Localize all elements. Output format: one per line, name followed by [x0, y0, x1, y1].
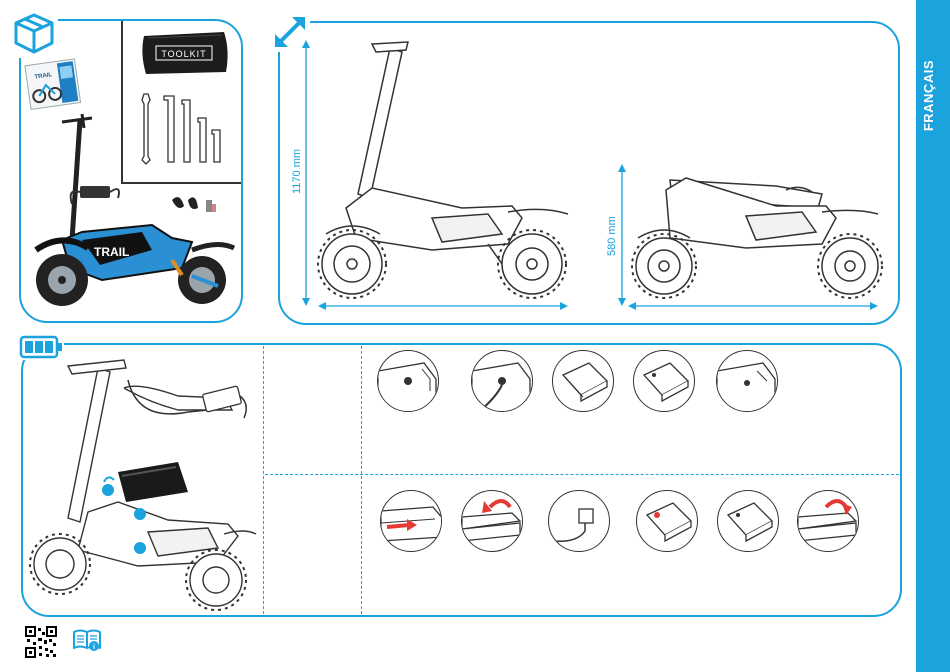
- step-top-2-cable-connected: [471, 350, 533, 412]
- step-top-3-charger: [552, 350, 614, 412]
- step-bottom-2-lift-cover: [461, 490, 523, 552]
- toolkit-wrenches-image: [134, 90, 230, 166]
- manual-icon: i: [72, 628, 102, 654]
- step-top-5-port-closed: [716, 350, 778, 412]
- height-folded-label: 580 mm: [606, 216, 618, 256]
- length-dimension-arrow-folded: [628, 300, 878, 312]
- scooter-brand-text: TRAIL: [94, 245, 129, 259]
- step-bottom-3-plug-end: [548, 490, 610, 552]
- toolkit-label: TOOLKIT: [161, 49, 206, 59]
- box-icon: [10, 10, 58, 58]
- step-top-1-plug-port: [377, 350, 439, 412]
- scooter-battery-drawing: [28, 352, 258, 612]
- charging-divider-horizontal: [265, 474, 899, 475]
- step-bottom-1-insert-battery: [380, 490, 442, 552]
- step-bottom-6-close-cover: [797, 490, 859, 552]
- height-unfolded-label: 1170 mm: [291, 149, 303, 194]
- scooter-folded-drawing: [626, 150, 886, 300]
- length-dimension-arrow-unfolded: [318, 300, 568, 312]
- svg-text:i: i: [93, 644, 95, 651]
- charging-divider-vertical-1: [263, 346, 264, 614]
- step-top-4-charger: [633, 350, 695, 412]
- language-label: FRANÇAIS: [921, 60, 936, 131]
- toolkit-bag-image: TOOLKIT: [140, 30, 232, 78]
- qr-code-icon: [25, 626, 57, 658]
- scooter-unfolded-drawing: [312, 38, 582, 300]
- step-bottom-5-charger: [717, 490, 779, 552]
- step-bottom-4-charger-red-led: [636, 490, 698, 552]
- charging-divider-vertical-2: [361, 346, 362, 614]
